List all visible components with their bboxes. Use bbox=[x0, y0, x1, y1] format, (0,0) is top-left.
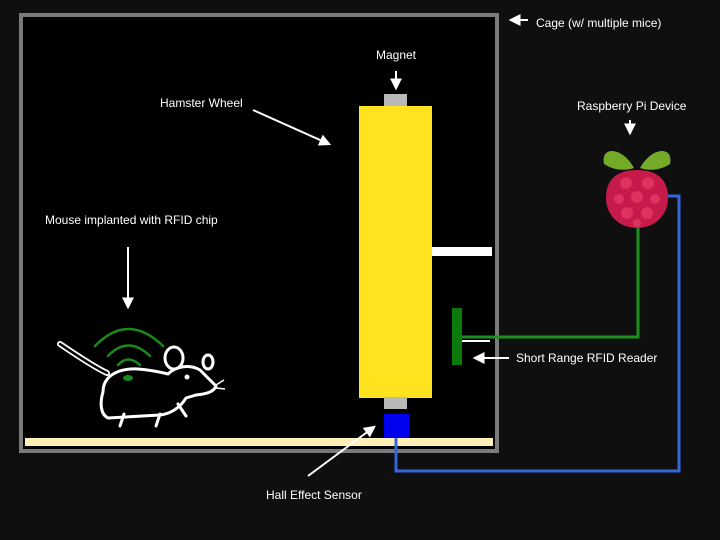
lower-magnet bbox=[384, 397, 407, 409]
wheel-label: Hamster Wheel bbox=[160, 96, 243, 110]
rfid-reader bbox=[452, 308, 462, 365]
hall-effect-sensor bbox=[384, 414, 409, 438]
mouse-icon bbox=[57, 341, 226, 428]
raspberry-pi-label: Raspberry Pi Device bbox=[577, 99, 687, 113]
magnet bbox=[384, 94, 407, 107]
wheel-arrow bbox=[252, 109, 332, 146]
rfid-signal-icon bbox=[93, 327, 165, 367]
magnet-label: Magnet bbox=[376, 48, 417, 62]
hamster-wheel bbox=[359, 106, 432, 398]
wheel-axle bbox=[432, 247, 492, 256]
sensor-arrow bbox=[307, 425, 376, 477]
hall-sensor-label: Hall Effect Sensor bbox=[266, 488, 362, 502]
cage-floor bbox=[25, 438, 493, 446]
rfid-reader-label: Short Range RFID Reader bbox=[516, 351, 657, 365]
blue-wire bbox=[394, 194, 681, 473]
cage-label: Cage (w/ multiple mice) bbox=[536, 16, 661, 30]
raspberry-pi-logo-icon bbox=[603, 150, 671, 228]
green-wire bbox=[462, 226, 640, 339]
mouse-label: Mouse implanted with RFID chip bbox=[45, 213, 218, 227]
